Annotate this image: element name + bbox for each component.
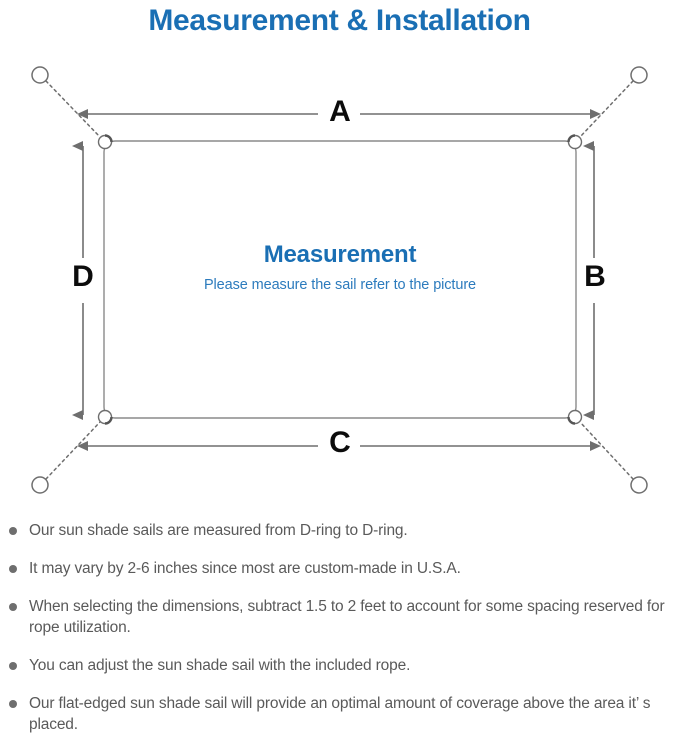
bullet-icon xyxy=(9,565,17,573)
d-ring-arc-top-left xyxy=(104,134,113,143)
list-item-text: Our flat-edged sun shade sail will provi… xyxy=(29,695,651,733)
bullet-icon xyxy=(9,662,17,670)
list-item: Our sun shade sails are measured from D-… xyxy=(0,520,679,541)
anchor-ring-icon-bottom-right xyxy=(630,476,648,494)
dimension-label-d: D xyxy=(72,260,94,293)
dimension-label-c: C xyxy=(329,426,351,459)
dotted-rope-line-icon-bottom-right xyxy=(579,421,634,480)
notes-list: Our sun shade sails are measured from D-… xyxy=(0,520,679,735)
bullet-icon xyxy=(9,700,17,708)
sail-measurement-diagram xyxy=(31,66,648,494)
page-title: Measurement & Installation xyxy=(148,4,531,37)
d-ring-arc-bottom-right xyxy=(567,416,576,425)
d-ring-arc-bottom-left xyxy=(104,416,113,425)
anchor-ring-icon-top-left xyxy=(31,66,49,84)
list-item: Our flat-edged sun shade sail will provi… xyxy=(0,693,679,735)
anchor-ring-icon-top-right xyxy=(630,66,648,84)
dotted-rope-line-icon-bottom-left xyxy=(45,421,101,480)
anchor-ring-icon-bottom-left xyxy=(31,476,49,494)
d-ring-arc-top-right xyxy=(567,134,576,143)
list-item: When selecting the dimensions, subtract … xyxy=(0,596,679,638)
notes-section: Our sun shade sails are measured from D-… xyxy=(0,520,679,752)
bullet-icon xyxy=(9,603,17,611)
bullet-icon xyxy=(9,527,17,535)
list-item-text: You can adjust the sun shade sail with t… xyxy=(29,657,411,674)
list-item-text: It may vary by 2-6 inches since most are… xyxy=(29,560,461,577)
list-item-text: When selecting the dimensions, subtract … xyxy=(29,598,665,636)
list-item-text: Our sun shade sails are measured from D-… xyxy=(29,522,408,539)
list-item: It may vary by 2-6 inches since most are… xyxy=(0,558,679,579)
dotted-rope-line-icon-top-right xyxy=(579,80,634,138)
sail-body-rect xyxy=(103,140,577,419)
dotted-rope-line-icon-top-left xyxy=(45,80,101,138)
list-item: You can adjust the sun shade sail with t… xyxy=(0,655,679,676)
dimension-label-a: A xyxy=(329,95,351,128)
dimension-label-b: B xyxy=(584,260,606,293)
